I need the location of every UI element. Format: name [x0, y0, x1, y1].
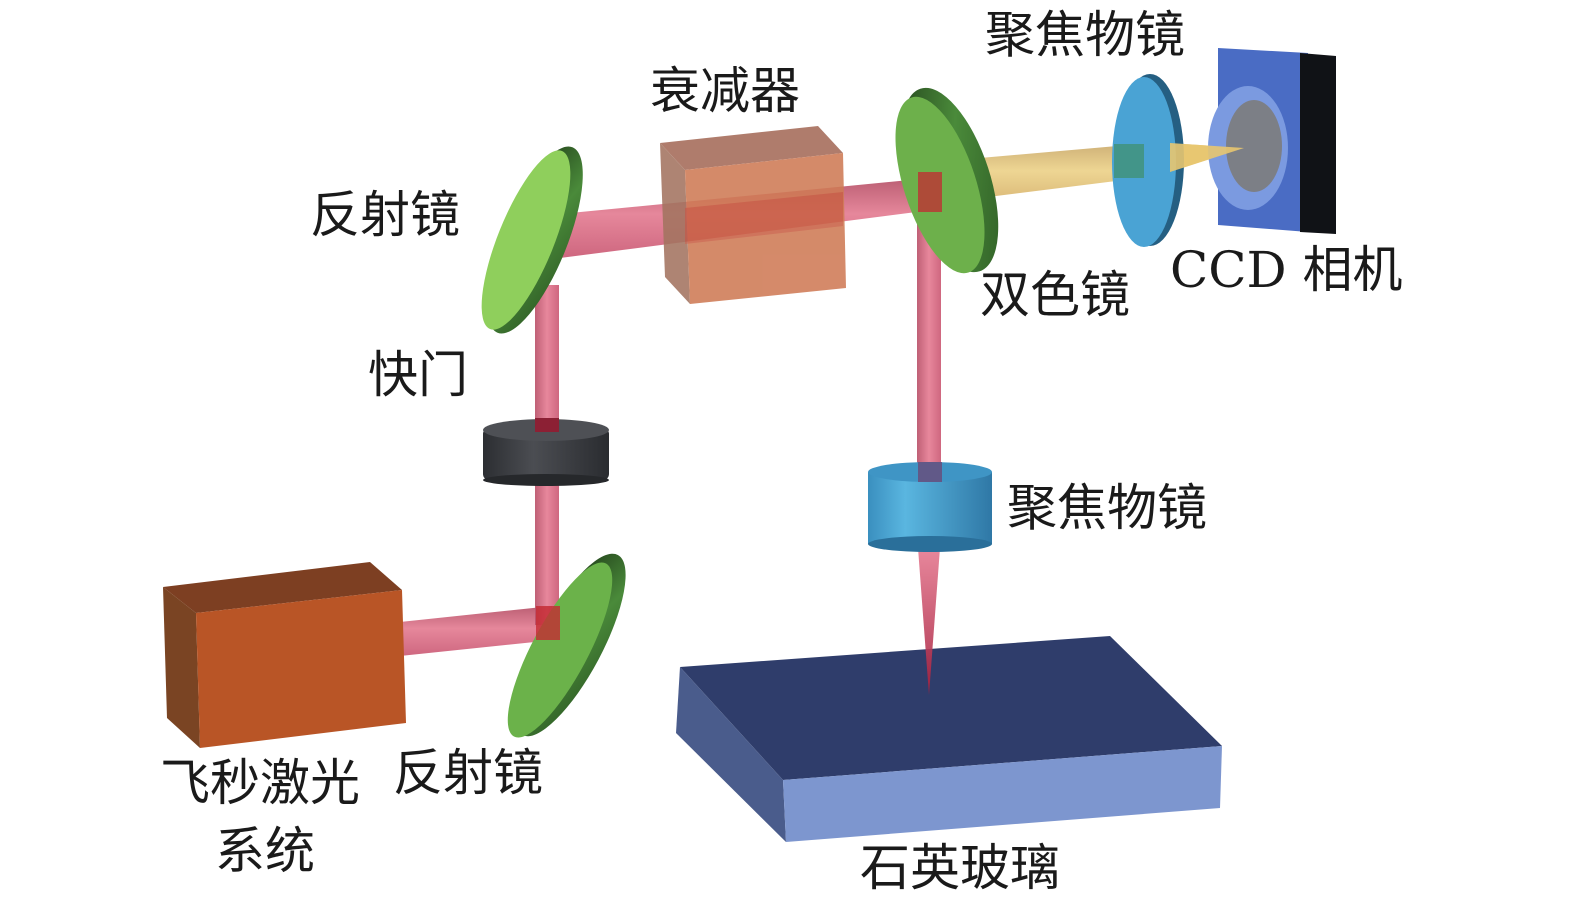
attenuator-beam-overlay: [685, 192, 843, 244]
ccd-camera: [1170, 48, 1336, 234]
label-quartz-glass: 石英玻璃: [860, 839, 1060, 897]
beam-spot: [536, 606, 560, 640]
imaging-beam: [980, 144, 1140, 198]
femtosecond-laser-box: [163, 562, 406, 748]
lower-focus-objective: [868, 462, 992, 695]
sample-front-face: [783, 746, 1222, 842]
label-shutter: 快门: [368, 346, 468, 404]
label-dichroic: 双色镜: [980, 266, 1130, 324]
laser-side-face: [163, 587, 200, 748]
attenuator-top-face: [660, 126, 843, 170]
sample-top-face: [680, 636, 1222, 780]
upper-focus-lens: [1112, 74, 1184, 247]
laser-front-face: [196, 590, 406, 748]
attenuator: [660, 126, 846, 304]
label-bottom-mirror: 反射镜: [393, 744, 543, 802]
beam-spot: [918, 172, 942, 212]
sample-left-face: [676, 667, 786, 842]
dichroic-mirror: [895, 87, 999, 274]
shutter: [483, 418, 609, 486]
top-reflect-mirror: [481, 146, 583, 334]
quartz-glass-sample: [676, 636, 1222, 842]
focus-cone: [918, 548, 940, 695]
ccd-sensor: [1226, 100, 1282, 192]
attenuator-side-face: [660, 143, 690, 304]
label-attenuator: 衰减器: [650, 62, 800, 120]
label-focus-lens-top: 聚焦物镜: [985, 6, 1185, 64]
label-laser-line1: 飞秒激光: [160, 754, 360, 812]
bottom-reflect-mirror: [507, 553, 626, 738]
ccd-side-face: [1300, 53, 1336, 234]
label-laser-line2: 系统: [215, 822, 315, 880]
laser-beam-segment-1: [400, 606, 554, 656]
label-focus-lens-bottom: 聚焦物镜: [1007, 479, 1207, 537]
laser-top-face: [163, 562, 402, 613]
label-ccd-camera: CCD 相机: [1170, 241, 1403, 299]
label-top-mirror: 反射镜: [310, 186, 460, 244]
